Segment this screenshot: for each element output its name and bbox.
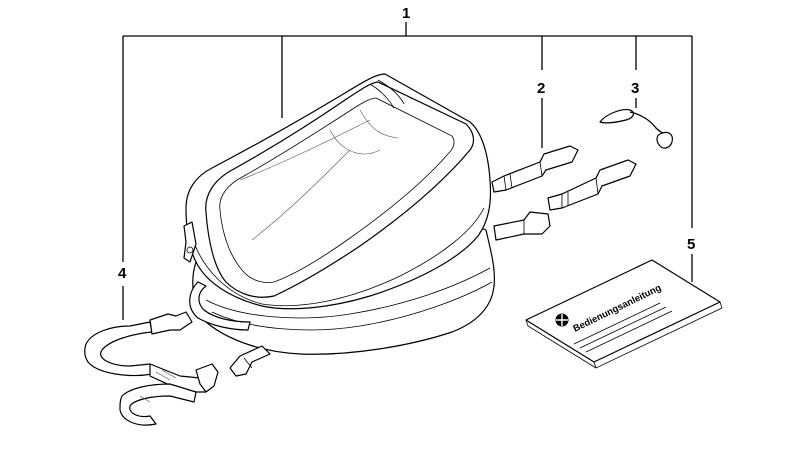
- part-2-straps: [491, 145, 637, 211]
- callout-3: 3: [631, 80, 640, 97]
- strap-upper: [491, 145, 579, 193]
- bag-bottom-strap: [229, 345, 271, 377]
- callout-5: 5: [687, 236, 696, 253]
- strap-lower: [547, 159, 637, 211]
- tank-bag-map-window: [219, 97, 455, 283]
- part-4-harness-strap: [84, 311, 219, 426]
- part-5-manual: Bedienungsanleitung: [525, 259, 723, 369]
- callout-2: 2: [537, 80, 546, 97]
- tank-bag-lid: [205, 81, 475, 298]
- callout-1: 1: [402, 5, 411, 22]
- tank-bag: [183, 73, 495, 355]
- bag-side-buckle: [493, 211, 551, 241]
- leader-lines: [122, 22, 693, 320]
- zipper-pull: [183, 221, 197, 263]
- tank-bag-side-strap: [189, 281, 251, 331]
- callout-4: 4: [118, 265, 127, 282]
- part-3-cable: [599, 109, 673, 149]
